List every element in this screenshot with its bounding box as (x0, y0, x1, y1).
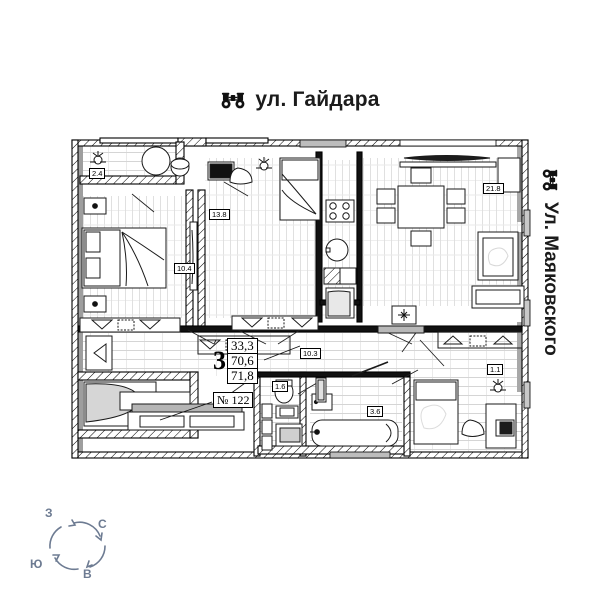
street-label-top-text: ул. Гайдара (255, 88, 380, 111)
openings (299, 139, 531, 459)
area-tag-bedroom-left: 10.4 (174, 263, 195, 274)
area-tag-living-room: 21.8 (483, 183, 504, 194)
leader-lines (159, 345, 301, 421)
area-tag-balcony-bottom-right: 1.1 (487, 364, 504, 375)
binoculars-icon (220, 91, 246, 109)
compass-south: Ю (30, 557, 43, 571)
living-area-value: 33,3 (228, 339, 257, 354)
furniture (79, 146, 525, 451)
compass-rose: З С Ю В (28, 503, 128, 585)
area-tag-hall: 10.3 (300, 348, 321, 359)
total-area-value: 71,8 (231, 368, 254, 383)
area-tag-balcony-top-left: 2.4 (89, 168, 106, 179)
door-swings (131, 181, 445, 395)
apartment-summary: 3 33,3 70,6 71,8 (213, 338, 258, 384)
binoculars-icon (541, 168, 559, 194)
street-label-top: ул. Гайдара (0, 88, 600, 112)
area-values: 33,3 70,6 71,8 (227, 338, 258, 384)
area-tag-bathroom: 3.6 (367, 406, 384, 417)
area-no-balcony: 70,6 (228, 354, 257, 369)
compass-west: З (45, 506, 53, 520)
compass-east: В (83, 567, 92, 581)
flat-number-badge: № 122 (213, 392, 254, 408)
compass-north: С (98, 517, 107, 531)
area-tag-toilet: 1.6 (272, 381, 289, 392)
room-count: 3 (213, 346, 226, 375)
street-label-right: Ул. Маяковского (533, 168, 567, 408)
area-tag-bedroom-middle: 13.8 (209, 209, 230, 220)
